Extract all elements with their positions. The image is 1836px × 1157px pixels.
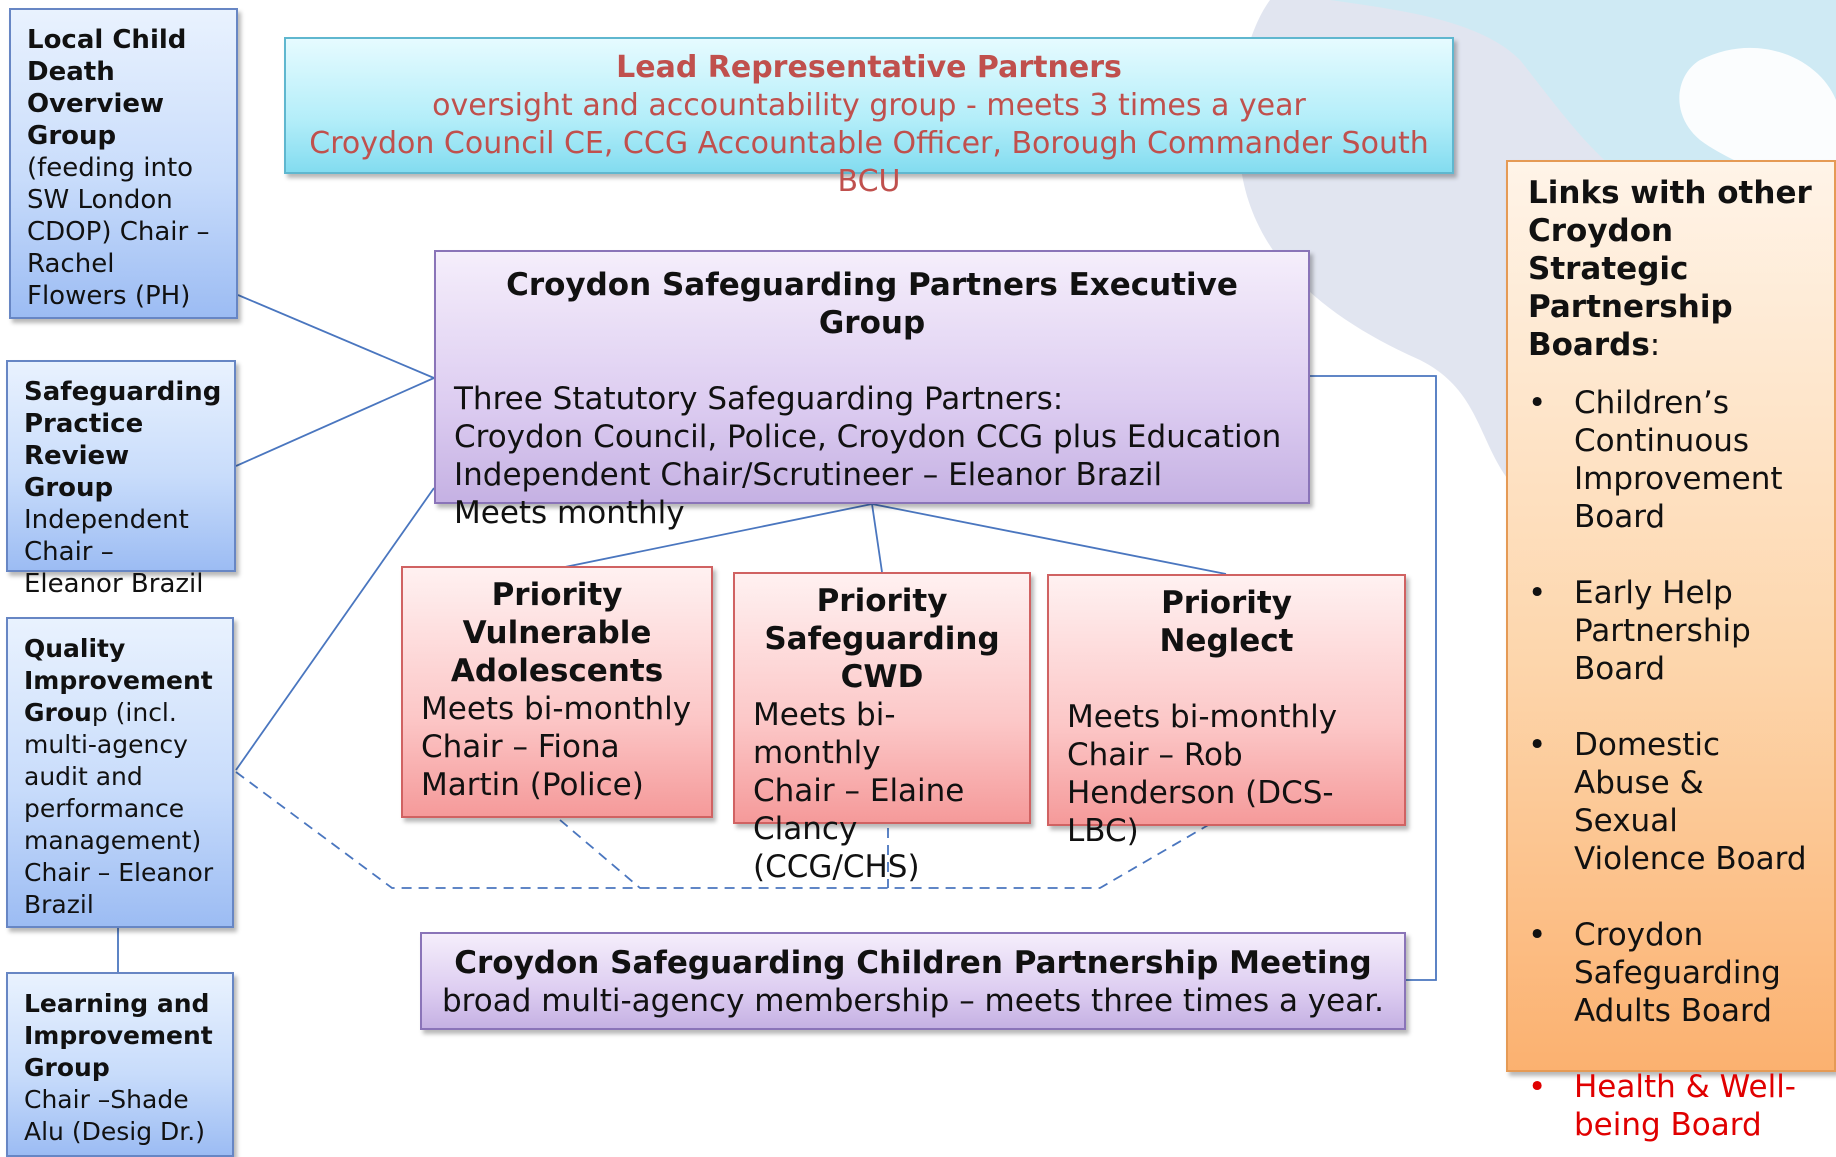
bullet-icon: • [1528, 575, 1547, 611]
connector-cdop-exec [237, 294, 435, 379]
qig-box: Quality Improvement Group (incl. multi-a… [6, 617, 234, 928]
priority-meets: Meets bi-monthly [421, 691, 692, 727]
connector-exec-prio3 [871, 503, 1227, 575]
partnership-title: Croydon Safeguarding Children Partnershi… [454, 945, 1372, 981]
links-item-label: Children’s Continuous Improvement Board [1574, 385, 1783, 535]
lig-box: Learning and Improvement Group Chair –Sh… [6, 972, 234, 1157]
exec-title: Croydon Safeguarding Partners Executive … [506, 267, 1238, 341]
bullet-icon: • [1528, 917, 1547, 953]
cdop-title: Local Child Death Overview Group [27, 25, 187, 151]
connector-qig-exec [235, 487, 435, 771]
links-list-item: • Early Help Partnership Board [1528, 574, 1814, 688]
connector-exec-partnership [1310, 375, 1437, 981]
priority-adolescents-box: Priority Vulnerable Adolescents Meets bi… [401, 566, 713, 818]
lead-title: Lead Representative Partners [616, 50, 1122, 85]
links-heading: Links with other Croydon Strategic Partn… [1528, 175, 1812, 363]
links-heading-wrap: Links with other Croydon Strategic Partn… [1528, 174, 1814, 364]
links-item-label: Croydon Safeguarding Adults Board [1574, 917, 1781, 1029]
partnership-meeting-box: Croydon Safeguarding Children Partnershi… [420, 932, 1406, 1030]
links-list-item: • Croydon Safeguarding Adults Board [1528, 916, 1814, 1030]
exec-group-box: Croydon Safeguarding Partners Executive … [434, 250, 1310, 531]
priority-title: Priority Vulnerable Adolescents [450, 577, 664, 689]
priority-chair: Chair – Elaine Clancy (CCG/CHS) [753, 773, 965, 885]
dashed-connector-qig [235, 771, 1211, 889]
qig-detail: p (incl. multi-agency audit and performa… [24, 698, 214, 919]
links-list-item: • Domestic Abuse & Sexual Violence Board [1528, 726, 1814, 878]
links-heading-suffix: : [1649, 327, 1661, 363]
links-item-label: Domestic Abuse & Sexual Violence Board [1574, 727, 1807, 877]
cdop-box: Local Child Death Overview Group (feedin… [9, 8, 238, 319]
lig-title: Learning and Improvement Group [24, 989, 213, 1082]
lead-partners-box: Lead Representative Partners oversight a… [284, 37, 1454, 199]
exec-line: Meets monthly [454, 495, 685, 531]
sprg-detail: Independent Chair – Eleanor Brazil [24, 505, 204, 599]
dashed-connector-prio1 [559, 819, 641, 889]
partnership-subtitle: broad multi-agency membership – meets th… [442, 983, 1384, 1019]
connector-exec-prio2 [871, 503, 883, 573]
cdop-detail: (feeding into SW London CDOP) Chair – Ra… [27, 153, 210, 311]
priority-meets: Meets bi-monthly [753, 697, 896, 771]
priority-cwd-box: Priority Safeguarding CWD Meets bi-month… [733, 572, 1031, 885]
links-list-item-highlight: • Health & Well-being Board [1528, 1068, 1814, 1144]
exec-line: Three Statutory Safeguarding Partners: [454, 381, 1064, 417]
connector-exec-prio1 [559, 503, 873, 569]
lead-line1: oversight and accountability group - mee… [432, 88, 1306, 123]
priority-meets: Meets bi-monthly [1067, 699, 1338, 735]
exec-line: Independent Chair/Scrutineer – Eleanor B… [454, 457, 1163, 493]
links-box: Links with other Croydon Strategic Partn… [1506, 160, 1836, 1143]
bullet-icon: • [1528, 385, 1547, 421]
links-item-label: Health & Well-being Board [1574, 1069, 1796, 1143]
lig-detail: Chair –Shade Alu (Desig Dr.) [24, 1085, 205, 1146]
links-list: • Children’s Continuous Improvement Board… [1528, 384, 1814, 1144]
priority-chair: Chair – Rob Henderson (DCS-LBC) [1067, 737, 1334, 849]
links-list-item: • Children’s Continuous Improvement Board [1528, 384, 1814, 536]
bullet-icon: • [1528, 727, 1547, 763]
qig-title: Quality Improvement Grou [24, 634, 213, 727]
sprg-box: Safeguarding Practice Review Group Indep… [6, 360, 236, 599]
exec-line: Croydon Council, Police, Croydon CCG plu… [454, 419, 1282, 455]
lead-line2: Croydon Council CE, CCG Accountable Offi… [309, 126, 1429, 199]
priority-title: Priority Safeguarding CWD [764, 583, 1000, 695]
sprg-title: Safeguarding Practice Review Group [24, 377, 222, 503]
links-item-label: Early Help Partnership Board [1574, 575, 1751, 687]
priority-chair: Chair – Fiona Martin (Police) [421, 729, 644, 803]
priority-neglect-box: Priority Neglect Meets bi-monthly Chair … [1047, 574, 1406, 849]
priority-title: Priority Neglect [1159, 585, 1294, 659]
connector-sprg-exec [235, 377, 435, 467]
bullet-icon: • [1528, 1069, 1547, 1105]
